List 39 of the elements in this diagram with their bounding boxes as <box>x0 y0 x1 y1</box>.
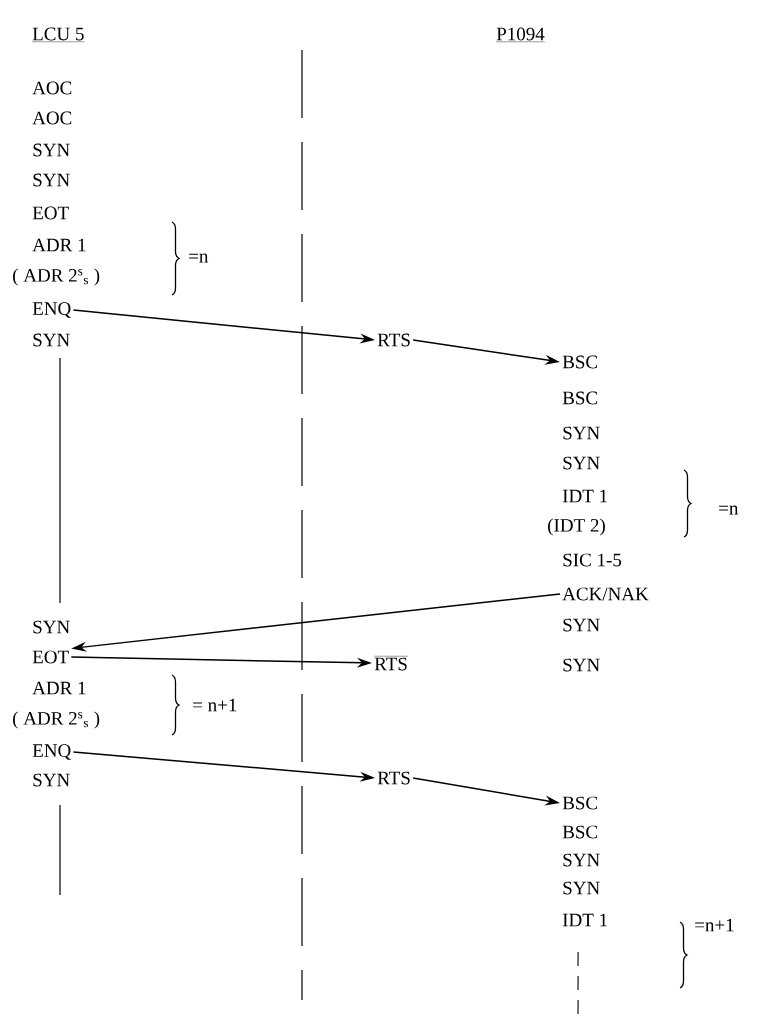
signal-label: RTS <box>374 656 409 671</box>
text-label: EOT <box>32 206 69 220</box>
signal-label: BSC <box>562 796 598 810</box>
text-label: SYN <box>563 618 600 632</box>
text-label: SYN <box>563 658 600 672</box>
signal-label: ACK/NAK <box>562 587 649 601</box>
text-label: SYN <box>33 173 70 187</box>
signal-label: ENQ <box>32 302 71 318</box>
text-label: SYN <box>563 456 600 470</box>
text-label: =n+1 <box>695 918 734 932</box>
signal-label: EOT <box>32 650 69 664</box>
text-label: BSC <box>562 825 598 839</box>
column-heading: P1094 <box>496 27 545 42</box>
text-label: SYN <box>563 853 600 867</box>
text-label: ( ADR 2$^{s}$$_{s}$ ) <box>13 711 100 729</box>
text-label: (IDT 2) <box>548 518 605 536</box>
text-label: SYN <box>33 620 70 634</box>
text-label: SYN <box>563 881 600 895</box>
signal-label: BSC <box>562 355 598 369</box>
signal-label: RTS <box>377 333 410 347</box>
text-label: IDT 1 <box>562 913 607 927</box>
text-label: SYN <box>33 143 70 157</box>
text-label: SYN <box>33 333 70 347</box>
signal-label: RTS <box>377 771 410 785</box>
text-label: AOC <box>32 81 72 95</box>
text-label: =n <box>719 505 739 515</box>
text-label: SYN <box>563 426 600 440</box>
text-label: BSC <box>562 391 598 405</box>
text-label: SYN <box>33 773 70 787</box>
text-label: ( ADR 2$^{s}$$_{s}$ ) <box>13 268 100 286</box>
text-label: SIC 1-5 <box>563 553 622 567</box>
signal-label: ENQ <box>32 744 71 760</box>
text-label: IDT 1 <box>562 489 607 503</box>
text-label: ADR 1 <box>32 238 86 252</box>
text-label: = n+1 <box>193 698 237 712</box>
text-label: AOC <box>32 111 72 125</box>
column-heading: LCU 5 <box>32 27 85 42</box>
text-label: =n <box>189 253 209 263</box>
text-label: ADR 1 <box>32 681 86 695</box>
